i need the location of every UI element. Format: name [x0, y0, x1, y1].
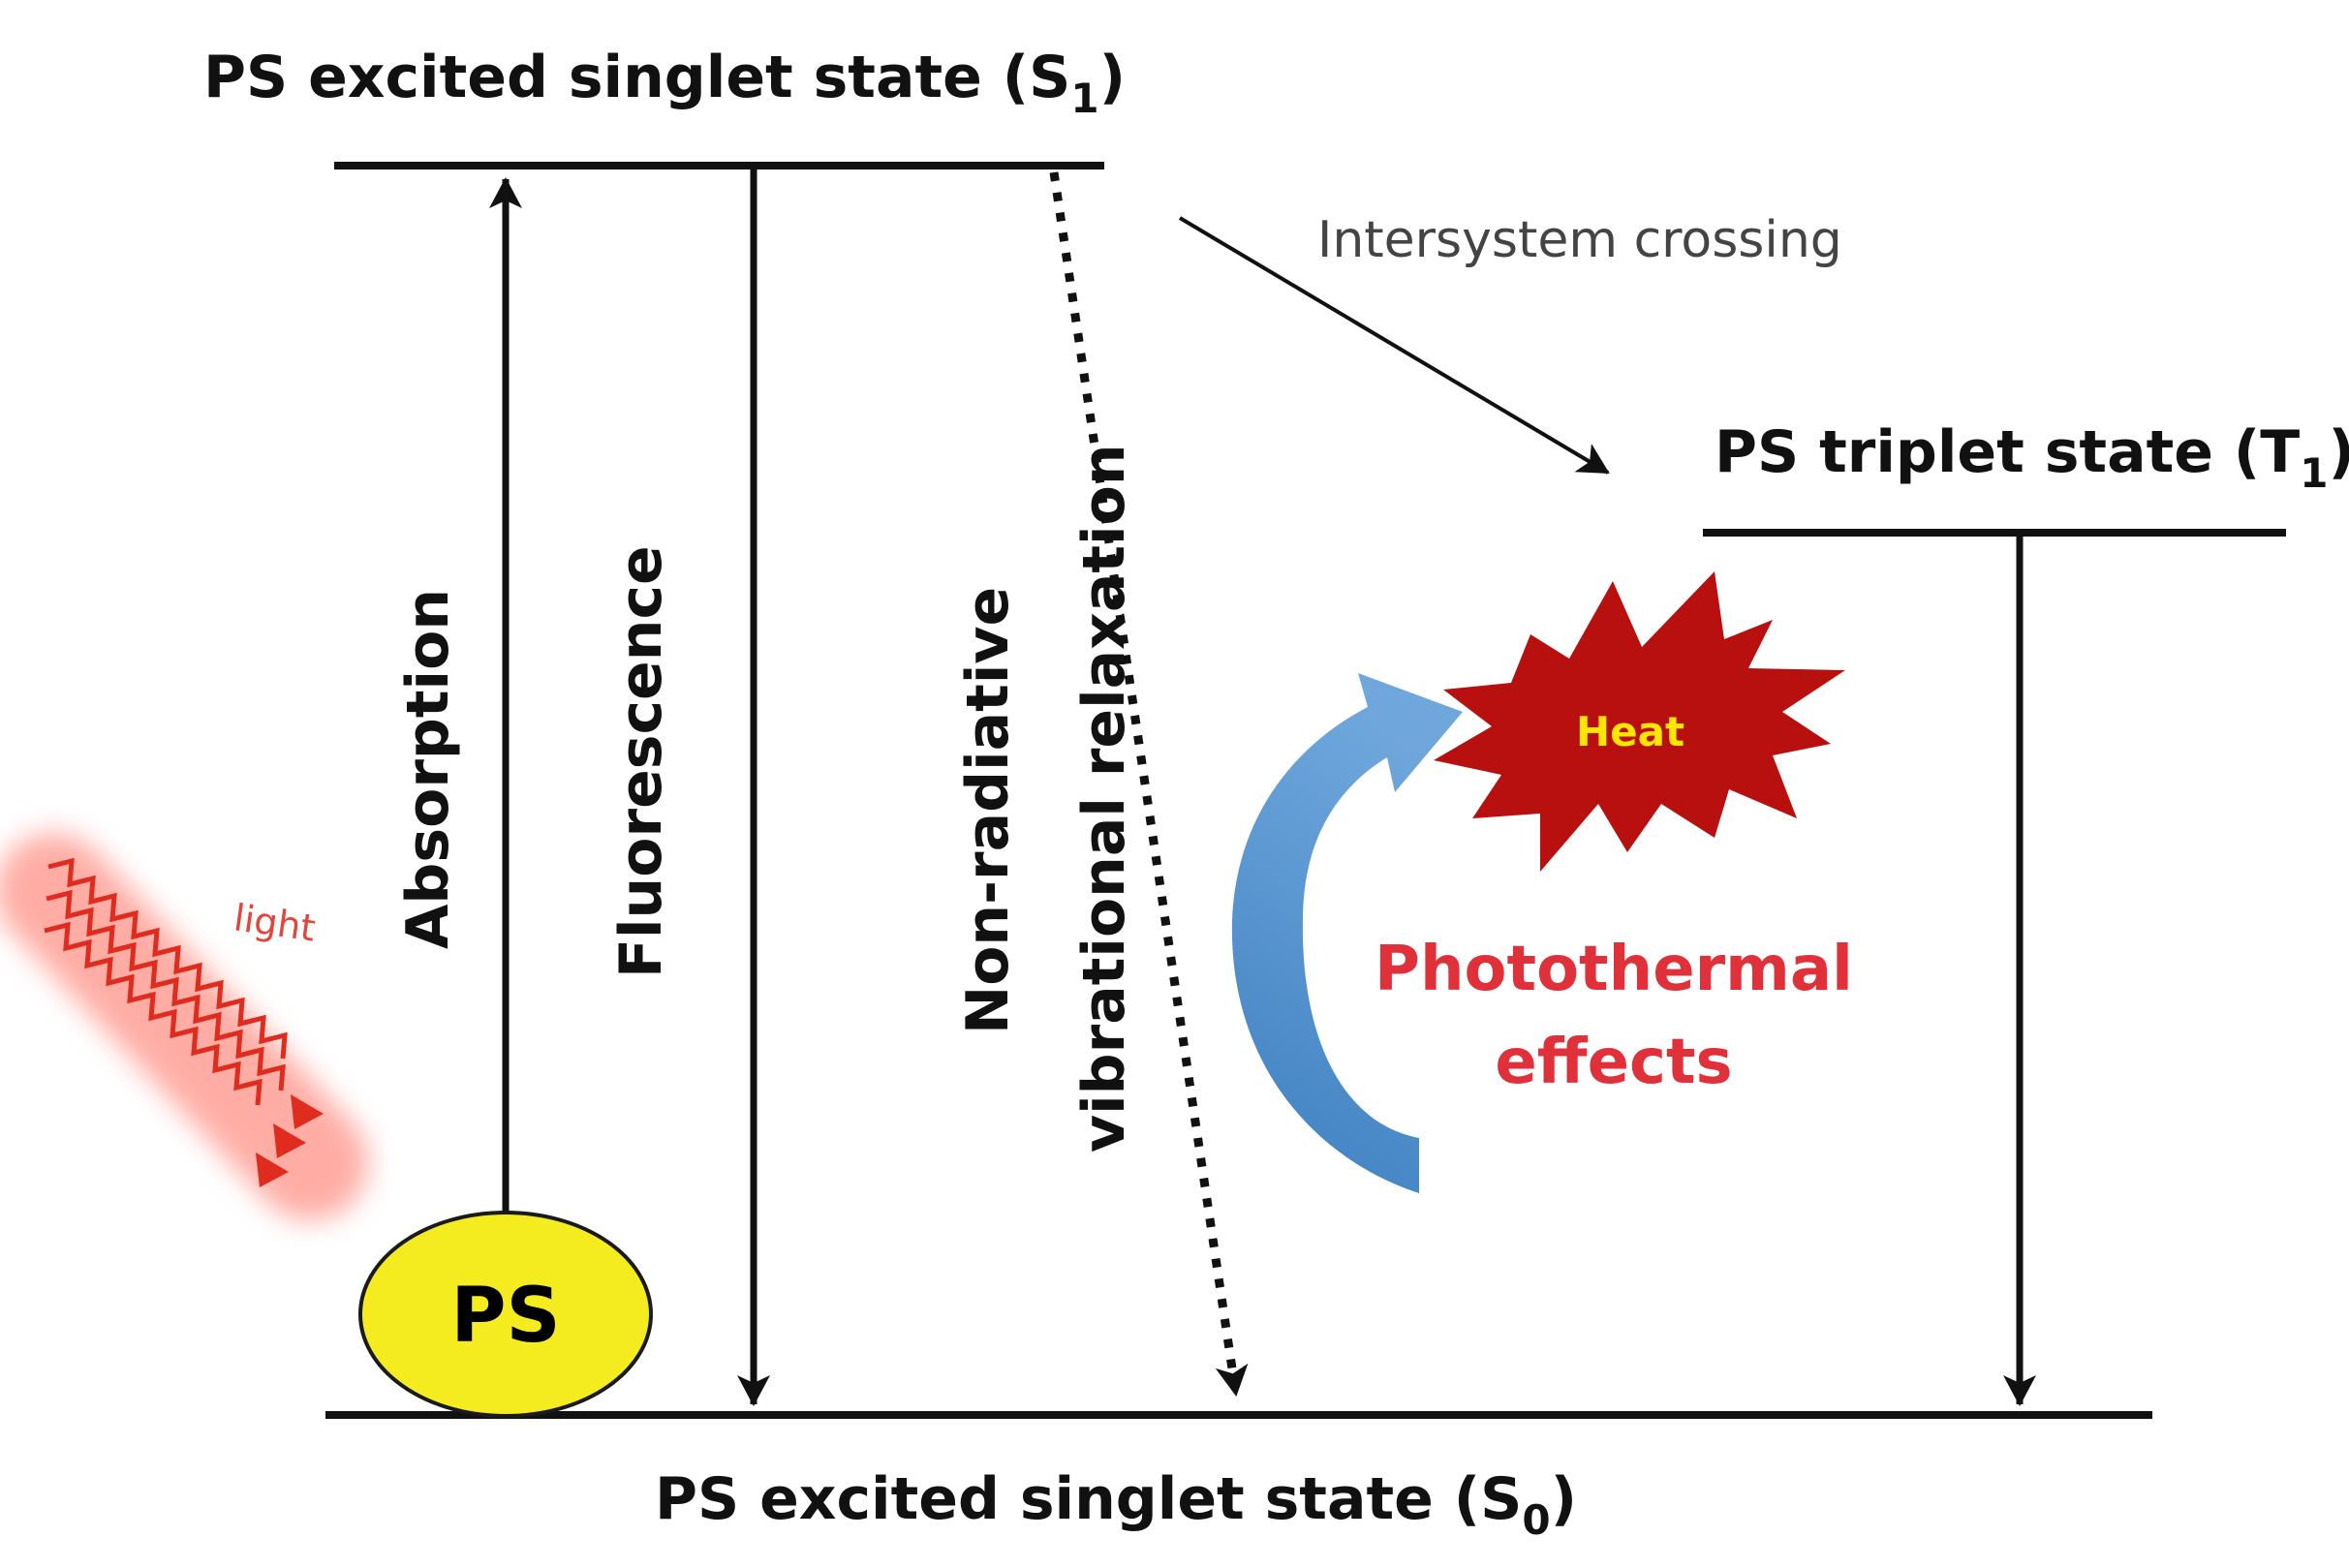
- s1-state-label: PS excited singlet state (S1): [203, 44, 1126, 122]
- absorption-label: Absorption: [394, 589, 462, 949]
- intersystem-crossing-arrow: [1178, 216, 1610, 475]
- t1-state-label: PS triplet state (T1): [1715, 418, 2349, 497]
- photothermal-label-line2: effects: [1495, 1027, 1732, 1098]
- ps-molecule: PS: [358, 1211, 653, 1418]
- photothermal-label-line1: Photothermal: [1375, 934, 1853, 1005]
- nonradiative-label-line1: Non-radiative: [954, 587, 1022, 1034]
- nonradiative-label-line2: vibrational relaxation: [1070, 444, 1138, 1153]
- light-label: light: [232, 896, 319, 949]
- ps-label: PS: [450, 1273, 560, 1360]
- s0-state-label: PS excited singlet state (S0): [655, 1465, 1577, 1544]
- curved-arrow-icon: [1231, 673, 1463, 1193]
- heat-label: Heat: [1576, 708, 1684, 755]
- intersystem-crossing-label: Intersystem crossing: [1317, 211, 1842, 269]
- explosion-burst-icon: [1434, 571, 1845, 872]
- nonradiative-arrow: [1049, 171, 1249, 1397]
- wavy-light-icon: [0, 833, 368, 1220]
- fluorescence-label: Fluorescence: [607, 545, 675, 978]
